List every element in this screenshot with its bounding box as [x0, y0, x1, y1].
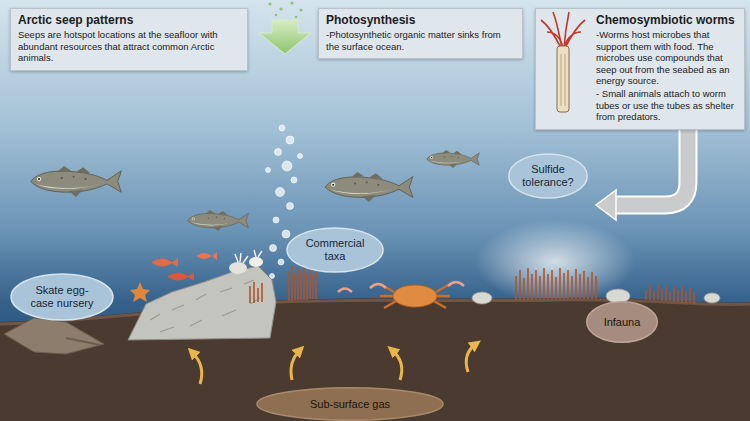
cod-fish [31, 150, 480, 231]
worm-tubes [289, 265, 316, 301]
gas-bubbles [291, 177, 297, 183]
info-box: Arctic seep patternsSeeps are hotspot lo… [10, 8, 248, 71]
carbonate-mound [128, 266, 276, 340]
gas-bubbles [287, 203, 294, 210]
box-heading: Chemosymbiotic worms [596, 13, 738, 27]
worm-tube-icon [561, 54, 565, 106]
skate [4, 318, 104, 354]
ellipse-label: Infauna [604, 316, 641, 329]
worm-tube-icon [535, 8, 593, 116]
cod-fish [31, 166, 122, 197]
photosynthesis-arrow [290, 1, 293, 4]
carbonate-mound [249, 257, 263, 267]
worm-info-arrow [596, 190, 616, 220]
carbonate-mound [150, 280, 260, 332]
gas-arrows [192, 344, 476, 384]
gas-arrows [392, 350, 402, 380]
ellipse-shape [587, 302, 658, 342]
ellipse-label: Sulfide tolerance? [519, 163, 577, 188]
info-box: Photosynthesis -Photosynthetic organic ma… [318, 8, 523, 59]
redfish [196, 252, 217, 260]
photosynthesis-arrow [275, 14, 278, 17]
seafloor-rocks [472, 289, 720, 304]
redfish [168, 272, 194, 281]
box-heading: Arctic seep patterns [18, 13, 240, 27]
gas-arrows [192, 352, 202, 384]
gas-arrows [466, 344, 476, 372]
gas-bubbles [282, 161, 292, 171]
ellipse-shape [509, 154, 587, 198]
ellipse-label: Commercial taxa [300, 237, 371, 262]
label-ellipse: Commercial taxa [286, 227, 384, 273]
photosynthesis-arrow [279, 7, 282, 10]
gas-bubbles [276, 188, 285, 197]
seafloor [0, 298, 750, 421]
box-heading: Photosynthesis [326, 13, 515, 27]
cod-fish [188, 210, 249, 231]
ellipse-shape [287, 228, 383, 272]
gas-bubbles [275, 149, 282, 156]
seep-haze [475, 220, 635, 304]
box-body: -Photosynthetic organic matter sinks fro… [326, 29, 515, 52]
redfish [152, 258, 178, 267]
shrimp [370, 284, 386, 288]
carbonate-mound [235, 250, 262, 263]
gas-bubbles [286, 136, 294, 144]
worm-tube-icon [541, 12, 585, 48]
ellipse-shape [11, 274, 113, 320]
worm-tubes [250, 282, 262, 303]
photosynthesis-arrow [299, 8, 302, 11]
snow-crab [393, 285, 437, 307]
photosynthesis-arrow [259, 20, 311, 54]
ellipse-label: Sub-surface gas [310, 398, 390, 411]
label-ellipse: Sulfide tolerance? [508, 153, 588, 199]
photosynthesis-arrow [259, 1, 311, 54]
ellipse-shape [257, 388, 443, 421]
gas-bubbles [278, 259, 284, 265]
shrimp [448, 282, 464, 286]
cod-fish [427, 150, 480, 168]
gas-arrows [291, 350, 300, 380]
cod-fish [325, 172, 413, 202]
gas-bubbles [270, 245, 277, 252]
carbonate-mound [128, 250, 276, 340]
photosynthesis-arrow [295, 16, 298, 19]
gas-bubbles [298, 154, 303, 159]
shrimp [338, 289, 352, 293]
box-body: - Small animals attach to worm tubes or … [596, 88, 738, 122]
worm-tubes [516, 268, 596, 300]
worm-tube-icon [557, 46, 569, 112]
skate [66, 338, 100, 345]
worm-tubes [646, 285, 694, 304]
label-ellipse: Sub-surface gas [255, 387, 445, 421]
snow-crab [380, 284, 450, 308]
snow-crab [380, 284, 450, 308]
redfish [152, 252, 217, 281]
skate [4, 318, 104, 354]
photosynthesis-arrow [268, 2, 271, 5]
box-body: Seeps are hotspot locations at the seafl… [18, 29, 240, 63]
gas-bubbles [273, 217, 279, 223]
shrimp [338, 282, 464, 292]
label-ellipse: Skate egg-case nursery [10, 273, 114, 321]
ellipse-label: Skate egg-case nursery [25, 284, 100, 309]
carbonate-mound [229, 262, 247, 274]
seafloor-rocks [472, 292, 492, 304]
gas-bubbles [279, 125, 285, 131]
seafloor-rocks [704, 293, 720, 303]
gas-bubbles [266, 168, 271, 173]
box-body: -Worms host microbes that support them w… [596, 29, 738, 86]
seafloor-rocks [606, 289, 630, 303]
gas-bubbles [282, 230, 290, 238]
starfish [130, 282, 150, 302]
label-ellipse: Infauna [586, 301, 658, 343]
